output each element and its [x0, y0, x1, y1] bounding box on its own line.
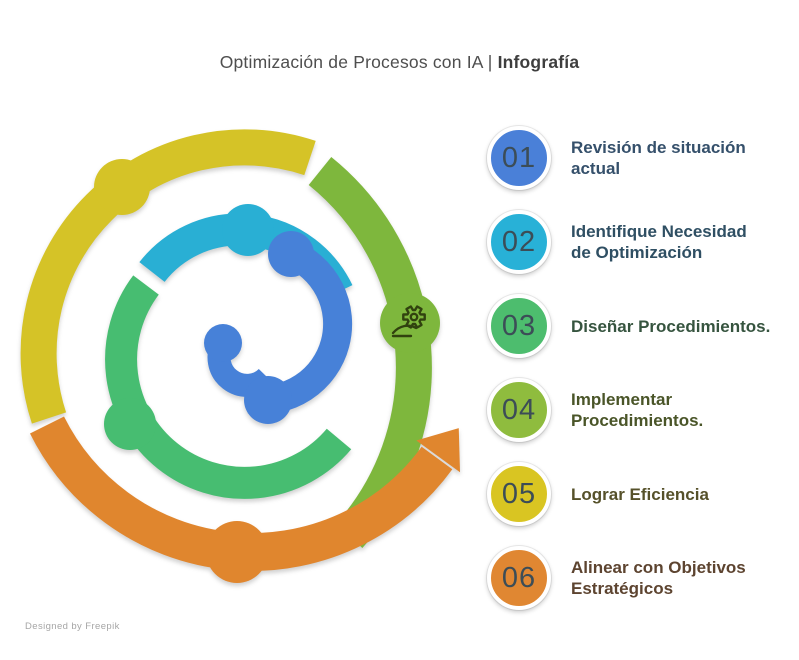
bump-orange — [206, 521, 268, 583]
spiral-arrowhead — [416, 428, 461, 473]
step-label: Revisión de situación actual — [571, 138, 746, 178]
spiral-arc-green-mid — [105, 275, 352, 499]
step-row-04: 04 Implementar Procedimientos. — [487, 368, 771, 452]
spiral-arc-yellow — [20, 129, 316, 424]
page-title-text: Optimización de Procesos con IA | — [219, 52, 493, 72]
bump-blue-bottom — [244, 376, 292, 424]
step-row-01: 01 Revisión de situación actual — [487, 116, 771, 200]
bump-blue-top — [268, 231, 314, 277]
step-row-02: 02 Identifique Necesidad de Optimización — [487, 200, 771, 284]
step-number-badge: 02 — [487, 210, 551, 274]
step-label: Alinear con Objetivos Estratégicos — [571, 558, 746, 598]
step-number-badge: 03 — [487, 294, 551, 358]
step-label: Diseñar Procedimientos. — [571, 316, 771, 336]
step-number-badge: 05 — [487, 462, 551, 526]
gear-hand-icon — [391, 305, 426, 338]
bump-cyan — [222, 204, 274, 256]
bump-yellow — [94, 159, 150, 215]
gear-bump — [380, 293, 440, 353]
step-label: Identifique Necesidad de Optimización — [571, 222, 747, 262]
step-row-05: 05 Lograr Eficiencia — [487, 452, 771, 536]
watermark: Designed by Freepik — [25, 621, 120, 632]
step-number-badge: 01 — [487, 126, 551, 190]
steps-list: 01 Revisión de situación actual 02 Ident… — [487, 116, 771, 620]
spiral-process-diagram — [20, 129, 461, 583]
bump-green-mid — [104, 398, 156, 450]
step-number-badge: 04 — [487, 378, 551, 442]
step-label: Implementar Procedimientos. — [571, 390, 704, 430]
gear-bump-circle — [380, 293, 440, 353]
page-title-bold: Infografía — [497, 52, 580, 72]
step-label: Lograr Eficiencia — [571, 484, 709, 504]
bump-blue-hook — [204, 324, 242, 362]
step-number-badge: 06 — [487, 546, 551, 610]
step-row-06: 06 Alinear con Objetivos Estratégicos — [487, 536, 771, 620]
page-title: Optimización de Procesos con IA | Infogr… — [0, 52, 799, 73]
step-row-03: 03 Diseñar Procedimientos. — [487, 284, 771, 368]
